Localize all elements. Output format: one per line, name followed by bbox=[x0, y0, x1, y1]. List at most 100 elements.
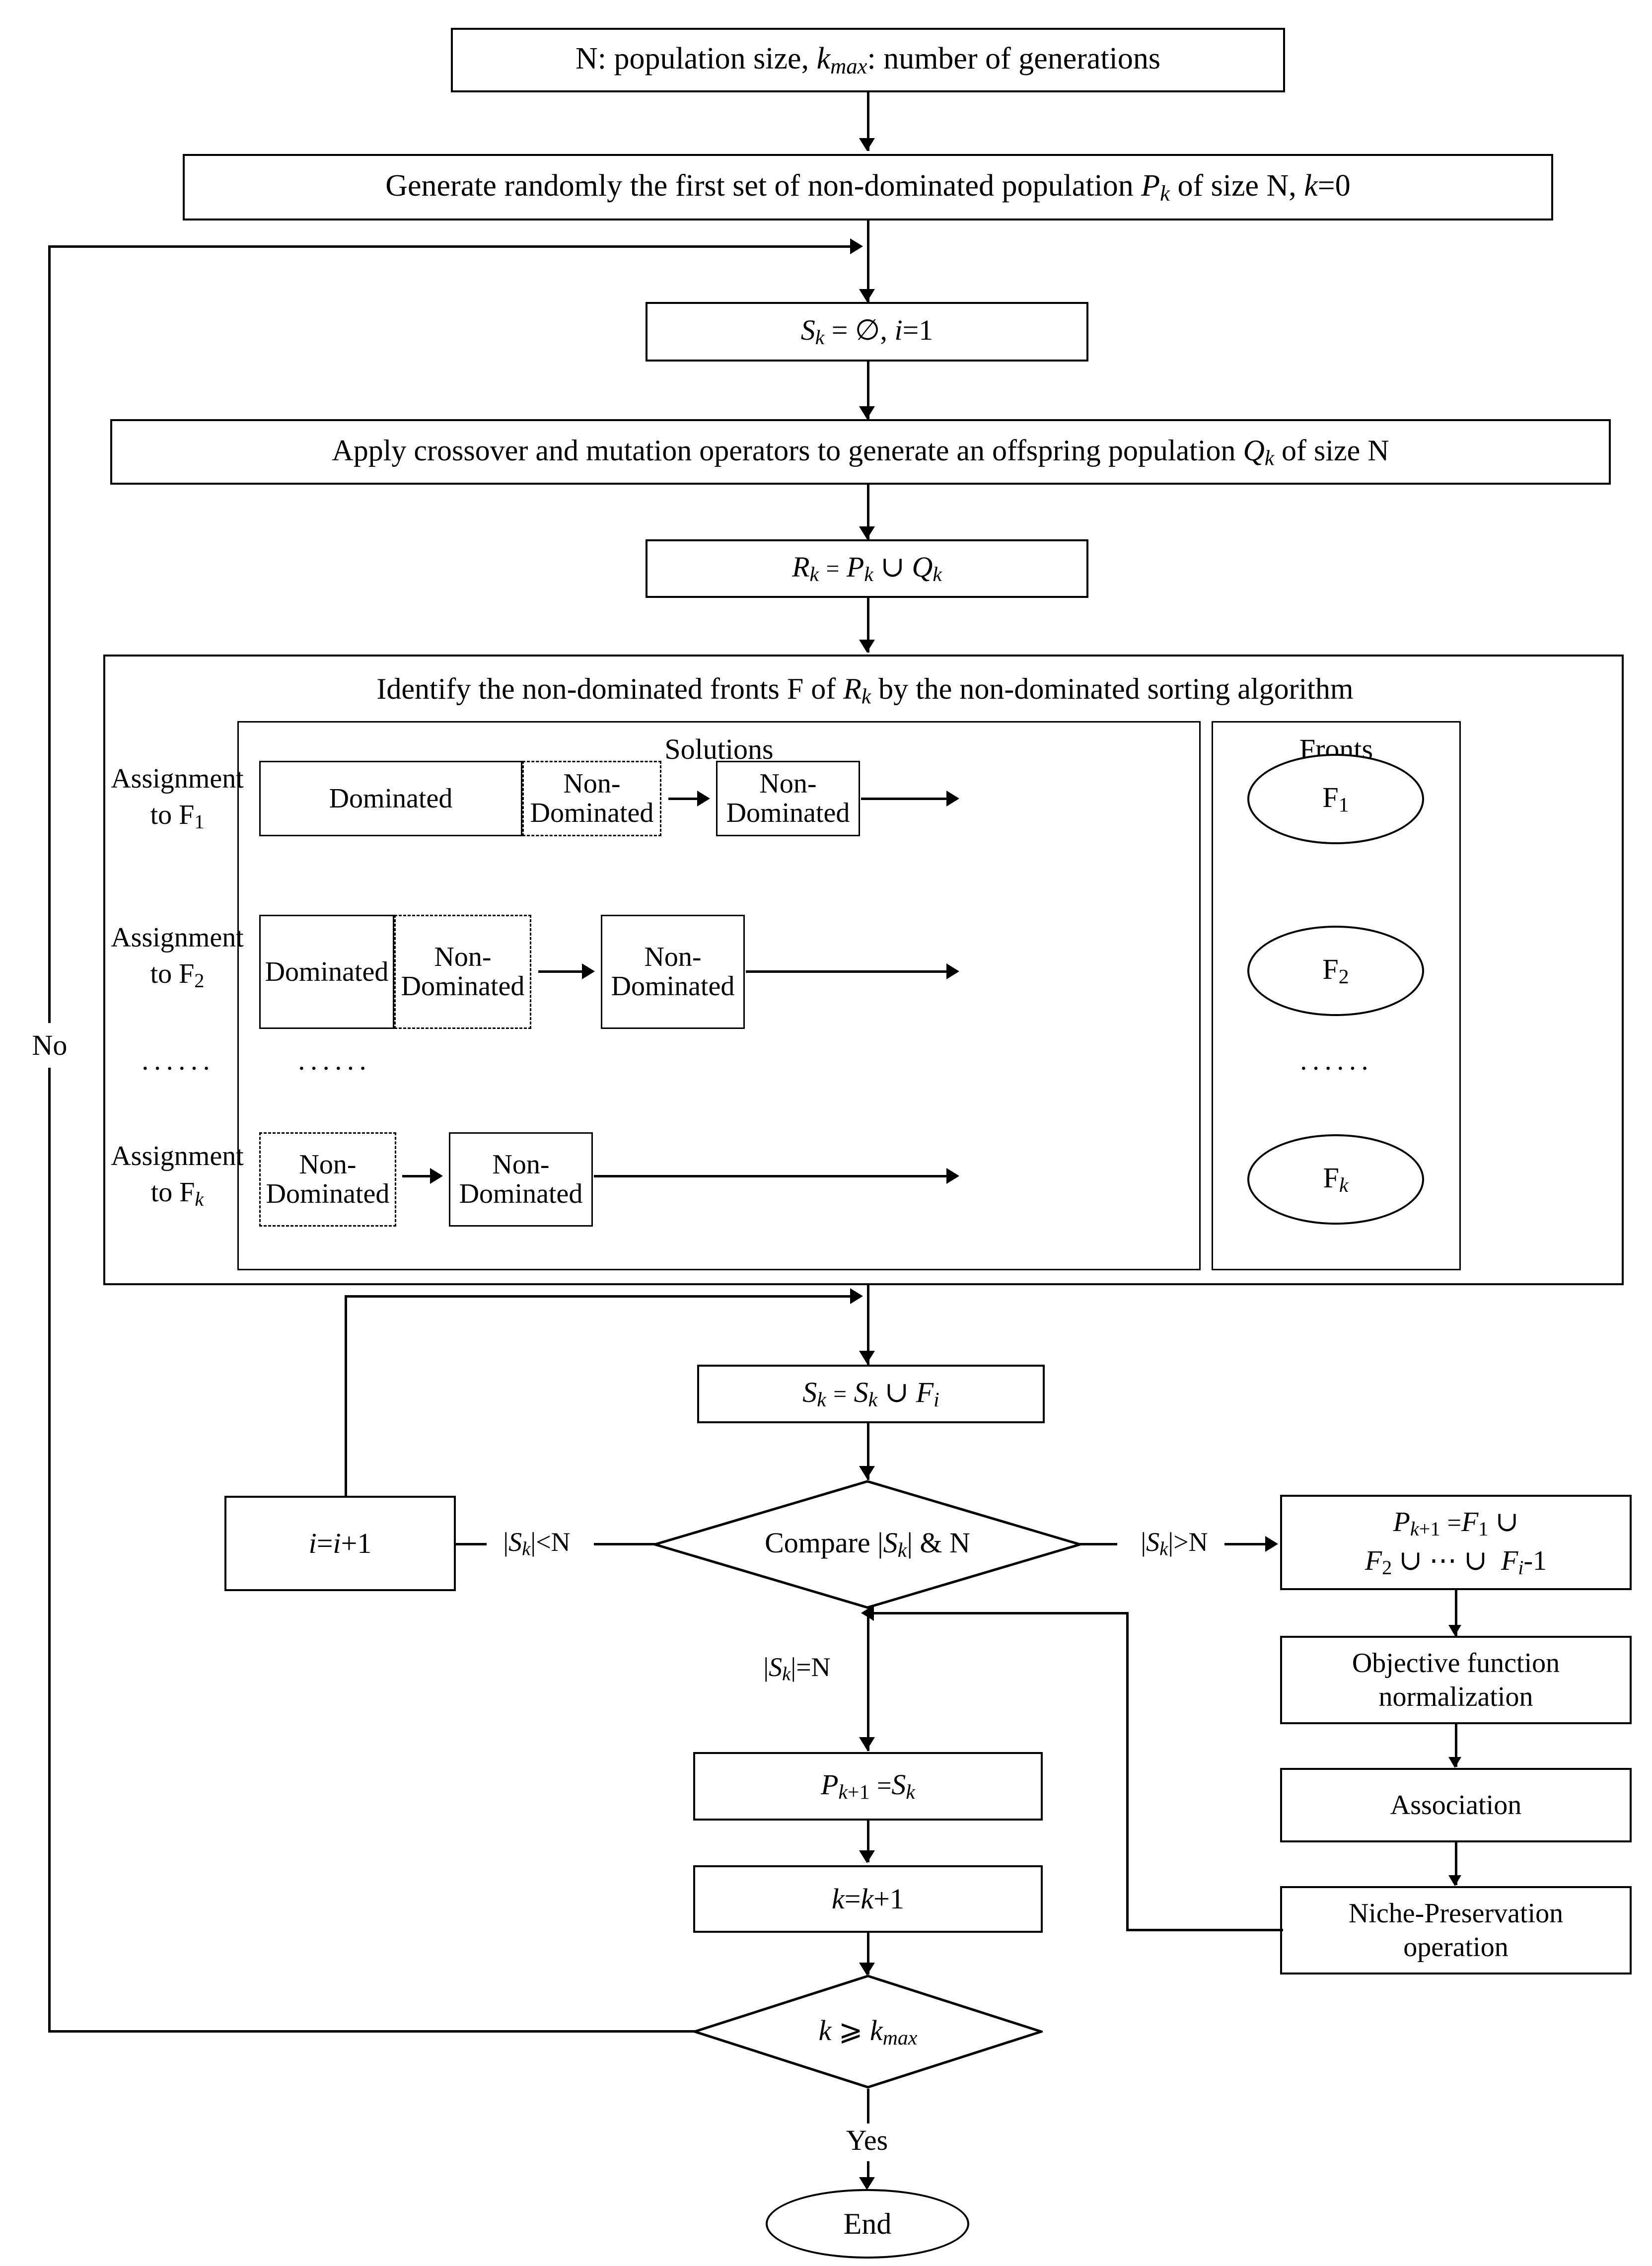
node-crossover-mutation: Apply crossover and mutation operators t… bbox=[110, 419, 1611, 485]
edge-pk1fronts-to-normalization bbox=[1455, 1590, 1457, 1636]
arrowhead-right bbox=[946, 791, 959, 806]
row1-dominated-box: Dominated bbox=[259, 761, 522, 836]
front-ellipse-f2: F2 bbox=[1247, 926, 1424, 1016]
row3-nondominated-dashed-box: Non-Dominated bbox=[259, 1132, 396, 1227]
row2-nondominated-dashed-box: Non-Dominated bbox=[394, 915, 531, 1029]
edge-association-to-niche bbox=[1455, 1842, 1457, 1885]
node-k-increment-label: k=k+1 bbox=[832, 1882, 904, 1915]
arrowhead-down bbox=[859, 1963, 875, 1975]
edge-start-to-generate bbox=[867, 92, 869, 151]
edge-compare-right bbox=[1079, 1543, 1124, 1545]
edge-panel-to-skunion bbox=[867, 1285, 869, 1365]
node-i-increment: i=i+1 bbox=[224, 1496, 456, 1591]
node-rk-union: Rk = Pk ∪ Qk bbox=[646, 539, 1088, 598]
sorting-panel-title: Identify the non-dominated fronts F of R… bbox=[376, 672, 1354, 709]
row1-arrow-line bbox=[668, 798, 700, 800]
node-compare-decision-label: Compare |Sk| & N bbox=[765, 1527, 970, 1562]
arrowhead-down bbox=[1448, 1875, 1461, 1886]
row2-extracted-nondominated-box: Non-Dominated bbox=[601, 915, 745, 1029]
edge-compare-right-2 bbox=[1224, 1543, 1270, 1545]
edge-yes-branch-2 bbox=[867, 2161, 869, 2186]
arrowhead-down bbox=[859, 526, 875, 539]
node-init-sk: Sk = ∅, i=1 bbox=[646, 302, 1088, 362]
row2-arrow-line bbox=[538, 970, 585, 973]
edge-label-sk-less-n: |Sk|<N bbox=[480, 1521, 594, 1566]
assignment-label-f2: Assignment to F2 bbox=[111, 922, 244, 992]
node-association: Association bbox=[1280, 1768, 1632, 1842]
row1-nondominated-dashed-box: Non-Dominated bbox=[522, 761, 661, 836]
edge-niche-feedback-vertical bbox=[1126, 1612, 1129, 1930]
row3-front-arrow-line bbox=[594, 1175, 951, 1177]
arrowhead-right bbox=[582, 963, 595, 979]
node-pk1-fronts-union-line1: Pk+1 =F1 ∪ bbox=[1393, 1506, 1519, 1540]
edge-no-branch-horizontal bbox=[48, 2030, 696, 2033]
row2-front-arrow-line bbox=[746, 970, 951, 973]
edge-niche-feedback-to-column bbox=[874, 1612, 1128, 1614]
row1-extracted-nondominated-box: Non-Dominated bbox=[716, 761, 860, 836]
arrowhead-down bbox=[859, 138, 875, 151]
arrowhead-down bbox=[859, 1850, 875, 1863]
edge-initsk-to-crossover bbox=[867, 362, 869, 419]
arrowhead-right bbox=[850, 1288, 863, 1304]
arrowhead-right bbox=[946, 963, 959, 979]
node-start-params: N: population size, kmax: number of gene… bbox=[451, 28, 1285, 92]
edge-label-yes: Yes bbox=[846, 2124, 888, 2157]
node-rk-union-label: Rk = Pk ∪ Qk bbox=[792, 551, 942, 586]
node-generate-population: Generate randomly the first set of non-d… bbox=[183, 154, 1553, 220]
arrowhead-down bbox=[859, 1466, 875, 1479]
arrowhead-down bbox=[859, 2177, 875, 2190]
non-dominated-sorting-panel: Identify the non-dominated fronts F of R… bbox=[103, 655, 1624, 1285]
node-pk1-eq-sk-label: Pk+1 =Sk bbox=[821, 1768, 915, 1804]
arrowhead-right bbox=[697, 791, 710, 806]
node-end: End bbox=[766, 2189, 969, 2259]
node-sk-union-fi: Sk = Sk ∪ Fi bbox=[697, 1365, 1045, 1423]
arrowhead-down bbox=[859, 640, 875, 653]
edge-niche-feedback-horizontal bbox=[1126, 1929, 1283, 1931]
edge-skunion-to-compare bbox=[867, 1423, 869, 1480]
edge-no-loop-horizontal bbox=[48, 245, 853, 248]
ellipsis-fronts: ······ bbox=[1299, 1053, 1372, 1084]
node-crossover-mutation-label: Apply crossover and mutation operators t… bbox=[332, 434, 1389, 470]
arrowhead-right bbox=[430, 1168, 443, 1184]
arrowhead-down bbox=[859, 289, 875, 302]
arrowhead-down bbox=[1448, 1625, 1461, 1636]
front-ellipse-f1: F1 bbox=[1247, 754, 1424, 844]
edge-no-branch-vertical bbox=[48, 245, 51, 2032]
edge-kincrement-to-kmax bbox=[867, 1933, 869, 1974]
assignment-label-f1: Assignment to F1 bbox=[111, 763, 244, 833]
ellipsis-solutions: ······ bbox=[297, 1053, 370, 1084]
row3-arrow-line bbox=[402, 1175, 433, 1177]
row1-front-arrow-line bbox=[861, 798, 950, 800]
arrowhead-down bbox=[859, 406, 875, 419]
node-init-sk-label: Sk = ∅, i=1 bbox=[800, 314, 934, 350]
node-niche-preservation: Niche-Preservation operation bbox=[1280, 1886, 1632, 1974]
edge-i-increment-loop-horizontal bbox=[345, 1295, 854, 1298]
edge-label-sk-greater-n: |Sk|>N bbox=[1117, 1521, 1231, 1566]
node-compare-decision: Compare |Sk| & N bbox=[653, 1480, 1081, 1609]
edge-label-no: No bbox=[10, 1023, 89, 1068]
ellipsis-assignment: ······ bbox=[141, 1053, 214, 1084]
edge-rk-to-panel bbox=[867, 598, 869, 653]
edge-pk1-to-kincrement bbox=[867, 1821, 869, 1862]
edge-crossover-to-rk bbox=[867, 485, 869, 539]
arrowhead-right bbox=[1265, 1536, 1278, 1552]
arrowhead-right bbox=[850, 238, 863, 254]
arrowhead-down bbox=[1448, 1757, 1461, 1768]
node-objective-normalization: Objective function normalization bbox=[1280, 1636, 1632, 1724]
edge-label-sk-equal-n: |Sk|=N bbox=[763, 1652, 831, 1685]
node-kmax-decision: k ⩾ kmax bbox=[693, 1974, 1043, 2089]
node-end-label: End bbox=[843, 2207, 892, 2240]
node-pk1-fronts-union: Pk+1 =F1 ∪ F2 ∪ ⋯ ∪ Fi-1 bbox=[1280, 1495, 1632, 1590]
arrowhead-down bbox=[859, 1351, 875, 1364]
node-kmax-decision-label: k ⩾ kmax bbox=[818, 2014, 918, 2050]
node-generate-population-label: Generate randomly the first set of non-d… bbox=[385, 169, 1351, 206]
edge-yes-branch bbox=[867, 2089, 869, 2123]
node-association-label: Association bbox=[1390, 1790, 1522, 1821]
edge-i-increment-to-loop bbox=[345, 1295, 347, 1497]
solutions-column-header: Solutions bbox=[664, 733, 774, 766]
node-i-increment-label: i=i+1 bbox=[308, 1527, 372, 1559]
arrowhead-down bbox=[859, 1737, 875, 1750]
node-pk1-eq-sk: Pk+1 =Sk bbox=[693, 1752, 1043, 1821]
assignment-label-fk: Assignment to Fk bbox=[111, 1141, 244, 1211]
